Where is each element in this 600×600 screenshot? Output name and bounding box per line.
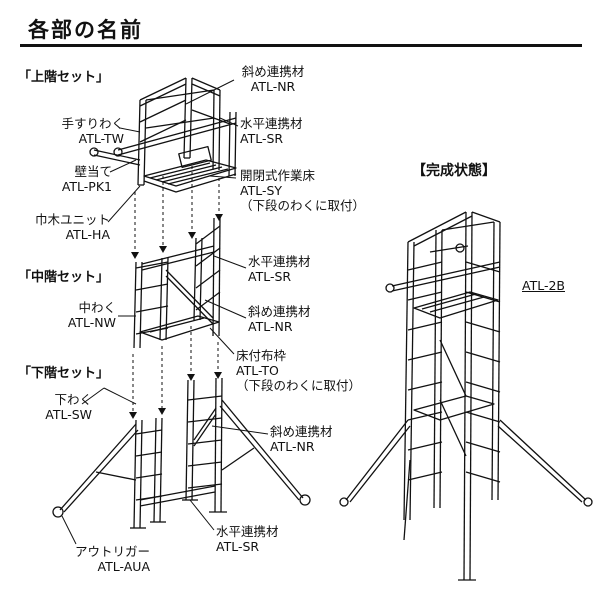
hinged-platform-code: ATL-SY xyxy=(240,183,283,198)
diagonal-brace-lower-name: 斜め連携材 xyxy=(270,424,333,439)
label-floor-frame: 床付布枠 ATL-TO （下段のわくに取付） xyxy=(236,348,361,393)
label-lower-frame: 下わく ATL-SW xyxy=(20,392,92,422)
completed-state-heading: 【完成状態】 xyxy=(412,163,496,179)
handrail-frame-name: 手すりわく xyxy=(61,116,124,131)
title-underline xyxy=(20,44,582,47)
label-diagonal-brace-middle: 斜め連携材 ATL-NR xyxy=(248,304,311,334)
horizontal-brace-lower-name: 水平連携材 xyxy=(216,524,279,539)
label-diagonal-brace-upper: 斜め連携材 ATL-NR xyxy=(228,64,318,94)
label-hinged-platform: 開閉式作業床 ATL-SY （下段のわくに取付） xyxy=(240,168,365,213)
handrail-frame-code: ATL-TW xyxy=(78,131,124,146)
middle-set-heading: 「中階セット」 xyxy=(18,270,110,285)
upper-set-drawing xyxy=(89,77,237,193)
label-outrigger: アウトリガー ATL-AUA xyxy=(20,544,150,574)
label-horizontal-brace-upper: 水平連携材 ATL-SR xyxy=(240,116,303,146)
label-handrail-frame: 手すりわく ATL-TW xyxy=(20,116,124,146)
stack-arrows xyxy=(132,166,220,412)
label-wall-brace: 壁当て ATL-PK1 xyxy=(20,164,112,194)
horizontal-brace-lower-code: ATL-SR xyxy=(216,539,260,554)
diagonal-brace-lower-code: ATL-NR xyxy=(270,439,315,454)
wall-brace-code: ATL-PK1 xyxy=(61,179,112,194)
lower-set-drawing xyxy=(52,377,311,529)
horizontal-brace-upper-code: ATL-SR xyxy=(240,131,284,146)
lower-frame-name: 下わく xyxy=(54,392,92,407)
diagonal-brace-middle-code: ATL-NR xyxy=(248,319,293,334)
middle-set-drawing xyxy=(133,217,221,349)
model-number-label: ATL-2B xyxy=(522,278,565,293)
hinged-platform-note: （下段のわくに取付） xyxy=(240,198,366,213)
lower-frame-code: ATL-SW xyxy=(45,407,92,422)
floor-frame-note: （下段のわくに取付） xyxy=(236,378,362,393)
upper-set-heading: 「上階セット」 xyxy=(18,70,110,85)
outrigger-code: ATL-AUA xyxy=(97,559,150,574)
assembled-scaffold-drawing xyxy=(339,211,593,581)
wall-brace-name: 壁当て xyxy=(74,164,112,179)
lower-set-heading: 「下階セット」 xyxy=(18,366,110,381)
diagonal-brace-upper-name: 斜め連携材 xyxy=(241,64,305,79)
horizontal-brace-middle-name: 水平連携材 xyxy=(248,254,311,269)
leader-lines xyxy=(61,79,269,545)
label-horizontal-brace-middle: 水平連携材 ATL-SR xyxy=(248,254,311,284)
hinged-platform-name: 開閉式作業床 xyxy=(240,168,316,183)
toeboard-unit-name: 巾木ユニット xyxy=(34,212,110,227)
diagonal-brace-middle-name: 斜め連携材 xyxy=(248,304,311,319)
toeboard-unit-code: ATL-HA xyxy=(65,227,110,242)
middle-frame-name: 中わく xyxy=(78,300,116,315)
label-middle-frame: 中わく ATL-NW xyxy=(20,300,116,330)
page-title: 各部の名前 xyxy=(28,18,143,42)
label-toeboard-unit: 巾木ユニット ATL-HA xyxy=(10,212,110,242)
label-diagonal-brace-lower: 斜め連携材 ATL-NR xyxy=(270,424,333,454)
horizontal-brace-upper-name: 水平連携材 xyxy=(240,116,303,131)
diagonal-brace-upper-code: ATL-NR xyxy=(250,79,296,94)
middle-frame-code: ATL-NW xyxy=(67,315,116,330)
floor-frame-name: 床付布枠 xyxy=(236,348,287,363)
horizontal-brace-middle-code: ATL-SR xyxy=(248,269,292,284)
outrigger-name: アウトリガー xyxy=(74,544,150,559)
floor-frame-code: ATL-TO xyxy=(236,363,279,378)
arrowheads xyxy=(129,214,223,419)
label-horizontal-brace-lower: 水平連携材 ATL-SR xyxy=(216,524,279,554)
